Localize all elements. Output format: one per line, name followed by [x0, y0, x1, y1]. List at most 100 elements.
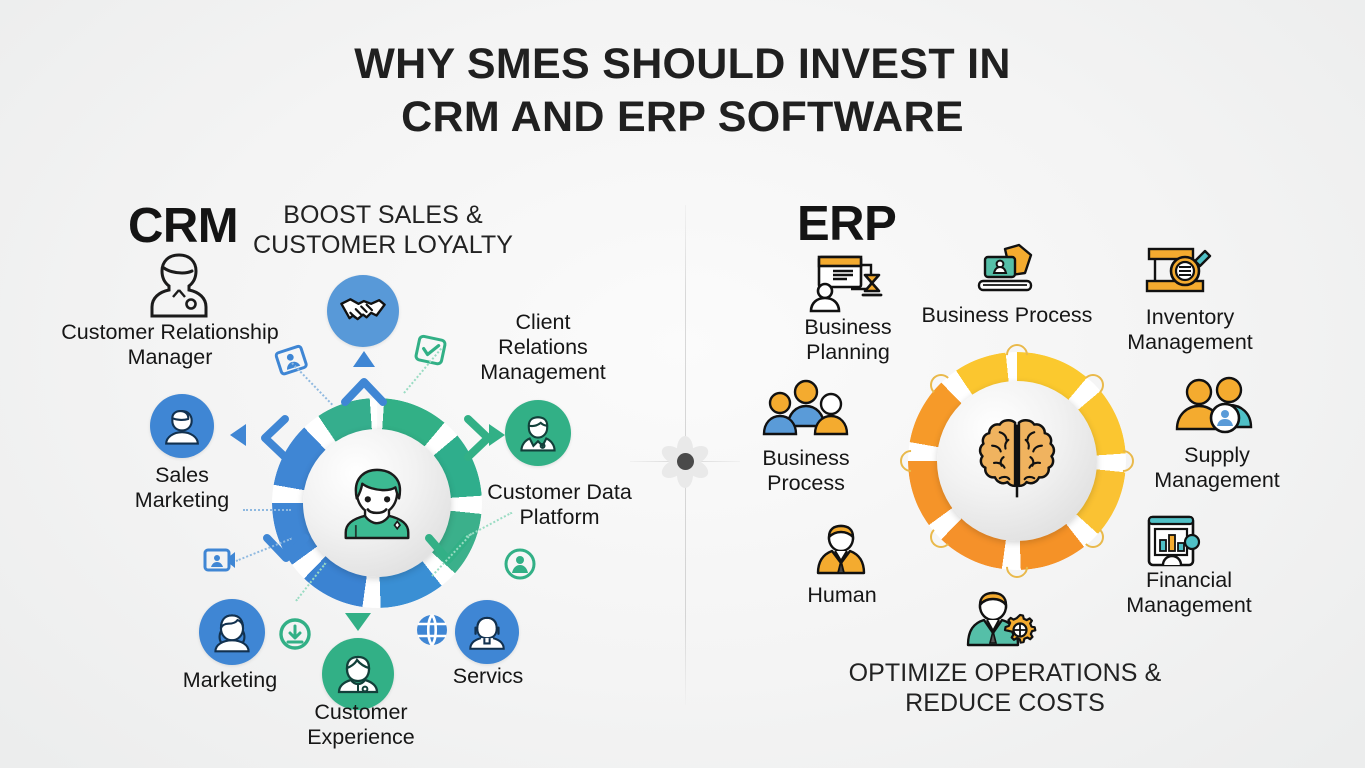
label-human: Human: [790, 583, 894, 608]
warehouse-search-icon: [1145, 247, 1212, 293]
page-title: WHY SMES SHOULD INVEST IN CRM AND ERP SO…: [0, 38, 1365, 145]
erp-node-0-line1: Business: [804, 315, 892, 339]
support-agent-icon: [337, 655, 379, 694]
node-customer-data-platform[interactable]: [505, 400, 571, 466]
label-business-process-top: Business Process: [918, 303, 1096, 328]
title-line-1: WHY SMES SHOULD INVEST IN: [354, 40, 1011, 88]
node-customer-experience[interactable]: [322, 638, 394, 710]
crm-node-3-line1: Customer: [314, 700, 408, 724]
arrow-left-crm: [230, 424, 246, 446]
node-inventory-management[interactable]: [1141, 243, 1217, 306]
node-business-process-left[interactable]: [760, 378, 852, 445]
crm-node-5-line3: Management: [480, 360, 606, 385]
mini-globe-network-icon: [414, 612, 450, 653]
finance-chart-icon: [1147, 515, 1201, 567]
label-client-relations-management: Client Relations Management: [447, 310, 639, 385]
node-servics[interactable]: [455, 600, 519, 664]
crm-tagline-line-1: BOOST SALES &: [283, 201, 483, 229]
node-sales-marketing[interactable]: [150, 394, 214, 458]
node-operations-manager[interactable]: [962, 589, 1038, 656]
erp-tick-bottom-left: [930, 526, 952, 548]
headset-agent-icon: [469, 616, 505, 650]
person-icon: [165, 409, 199, 445]
node-customer-relationship-manager[interactable]: [146, 250, 212, 327]
label-customer-data-platform: Customer Data Platform: [462, 480, 657, 530]
supply-people-icon: [1175, 376, 1253, 434]
erp-heading: ERP: [797, 197, 897, 251]
crm-node-2-line1: Marketing: [182, 668, 278, 692]
manager-gear-icon: [966, 591, 1037, 647]
mini-user-profile-icon: [504, 548, 536, 585]
crm-tagline-line-2: CUSTOMER LOYALTY: [253, 231, 513, 259]
label-sales-marketing: Sales Marketing: [108, 463, 256, 513]
erp-node-0-line2: Planning: [806, 340, 890, 365]
divider-hub-dot: [677, 453, 694, 470]
node-marketing[interactable]: [199, 599, 265, 665]
mini-contact-card-icon: [271, 340, 313, 385]
crm-node-3-line2: Experience: [307, 725, 415, 750]
handshake-icon: [340, 298, 386, 321]
label-customer-relationship-manager: Customer Relationship Manager: [58, 320, 282, 370]
erp-node-5-line1: Supply: [1184, 443, 1250, 467]
arrow-right-crm: [489, 424, 505, 446]
node-business-process-top[interactable]: [975, 243, 1039, 304]
person-outline-icon: [150, 253, 208, 318]
erp-node-2-line2: Management: [1127, 330, 1253, 355]
brain-icon: [978, 419, 1056, 498]
scanner-device-icon: [977, 243, 1033, 292]
mini-download-user-icon: [278, 617, 312, 656]
label-business-process-left: Business Process: [742, 446, 870, 496]
label-customer-experience: Customer Experience: [281, 700, 441, 750]
erp-node-3-line1: Business: [762, 446, 850, 470]
businessman-icon: [816, 524, 866, 575]
label-financial-management: Financial Management: [1110, 568, 1268, 618]
crm-node-4-line1: Servics: [452, 664, 524, 688]
label-supply-management: Supply Management: [1143, 443, 1291, 493]
crm-node-0-line1: Customer Relationship: [61, 320, 279, 344]
node-supply-management[interactable]: [1173, 375, 1261, 442]
erp-node-1-line1: Business Process: [921, 303, 1093, 327]
erp-node-3-line2: Process: [767, 471, 845, 496]
erp-tagline-line-2: REDUCE COSTS: [905, 689, 1105, 717]
erp-tick-top-right: [1082, 374, 1104, 396]
crm-heading: CRM: [128, 199, 239, 253]
node-human[interactable]: [812, 521, 870, 584]
arrow-up-crm-top: [353, 351, 375, 367]
node-business-planning[interactable]: [803, 253, 885, 322]
label-marketing: Marketing: [160, 668, 300, 693]
crm-node-5-line1: Client: [515, 310, 571, 334]
label-business-planning: Business Planning: [794, 315, 902, 365]
erp-node-4-line1: Human: [807, 583, 877, 607]
title-line-2: CRM AND ERP SOFTWARE: [401, 93, 964, 142]
erp-node-5-line2: Management: [1154, 468, 1280, 493]
chevron-down-left-crm: [263, 534, 309, 562]
crm-node-6-line1: Customer Data: [487, 480, 632, 504]
erp-center-hub: [937, 381, 1097, 541]
node-client-relations-management[interactable]: [327, 275, 399, 347]
erp-node-6-line2: Management: [1126, 593, 1252, 618]
data-person-icon: [520, 416, 556, 452]
node-financial-management[interactable]: [1143, 512, 1205, 579]
crm-ring: [272, 398, 482, 608]
erp-tick-bottom-right: [1082, 526, 1104, 548]
mini-checkbox-task-icon: [411, 331, 450, 374]
crm-node-0-line2: Manager: [127, 345, 213, 370]
team-group-icon: [762, 379, 849, 436]
erp-tick-top-left: [930, 374, 952, 396]
flower-asterisk-icon: [653, 430, 717, 494]
crm-node-6-line2: Platform: [519, 505, 600, 530]
woman-icon: [214, 614, 250, 653]
erp-ring: [895, 339, 1139, 583]
crm-node-5-line2: Relations: [498, 335, 588, 360]
arrow-down-crm: [345, 613, 371, 631]
erp-node-6-line1: Financial: [1145, 568, 1233, 592]
erp-node-2-line1: Inventory: [1145, 305, 1235, 329]
chevron-down-right-crm: [425, 534, 471, 564]
crm-center-hub: [303, 429, 451, 577]
crm-node-1-line1: Sales: [155, 463, 209, 487]
crm-tagline: BOOST SALES & CUSTOMER LOYALTY: [253, 200, 513, 260]
erp-tagline: OPTIMIZE OPERATIONS & REDUCE COSTS: [845, 658, 1165, 718]
mini-video-call-icon: [203, 547, 237, 582]
label-inventory-management: Inventory Management: [1110, 305, 1270, 355]
